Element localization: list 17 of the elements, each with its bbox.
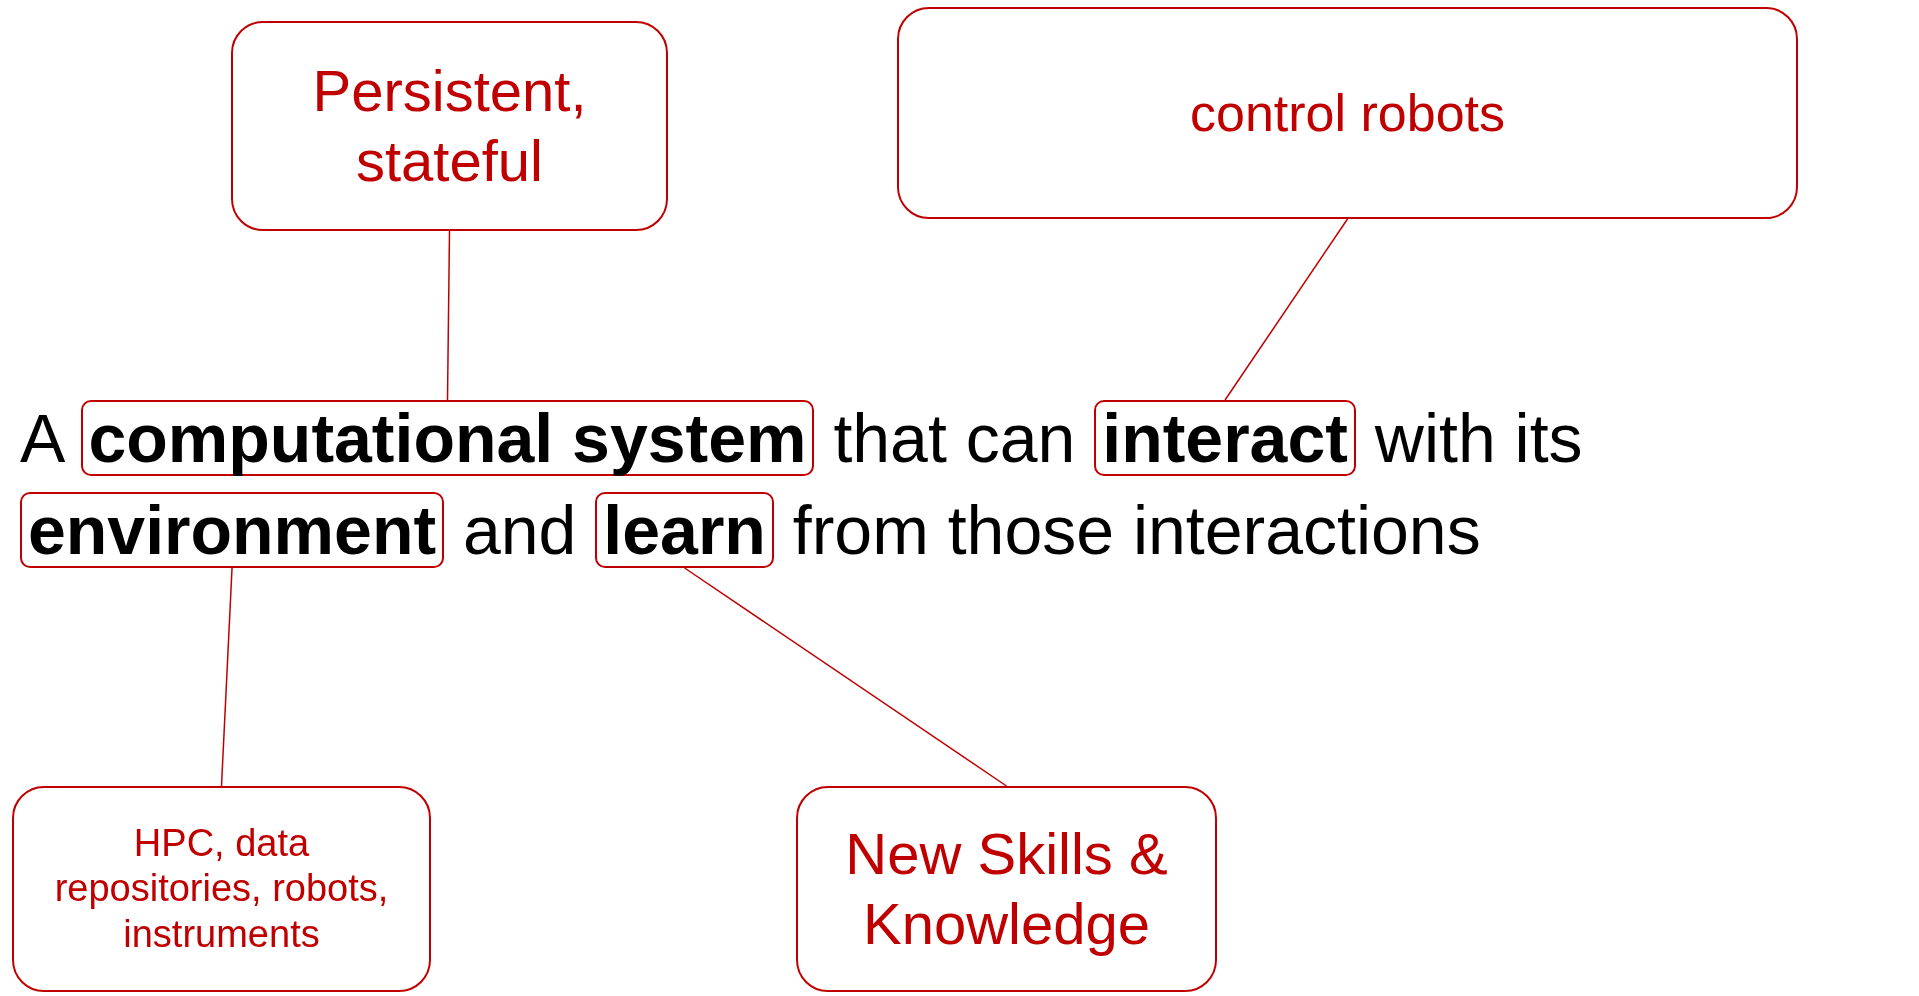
leader-line (1224, 218, 1349, 401)
sentence-text: and (463, 492, 577, 568)
highlighted-term: computational system (80, 400, 815, 476)
sentence-text: from those interactions (792, 492, 1481, 568)
sentence-text: with its (1374, 400, 1583, 476)
sentence-text: A (20, 400, 62, 476)
callout-box: HPC, data repositories, robots, instruments (12, 786, 431, 992)
highlighted-term: learn (595, 492, 774, 568)
leader-line (446, 230, 451, 401)
sentence-text: that can (833, 400, 1076, 476)
leader-line (220, 567, 233, 787)
callout-box: Persistent, stateful (231, 21, 668, 231)
highlighted-term: interact (1094, 400, 1356, 476)
highlighted-term: environment (20, 492, 445, 568)
callout-box: New Skills & Knowledge (796, 786, 1217, 992)
leader-line (683, 567, 1008, 787)
callout-box: control robots (897, 7, 1798, 219)
